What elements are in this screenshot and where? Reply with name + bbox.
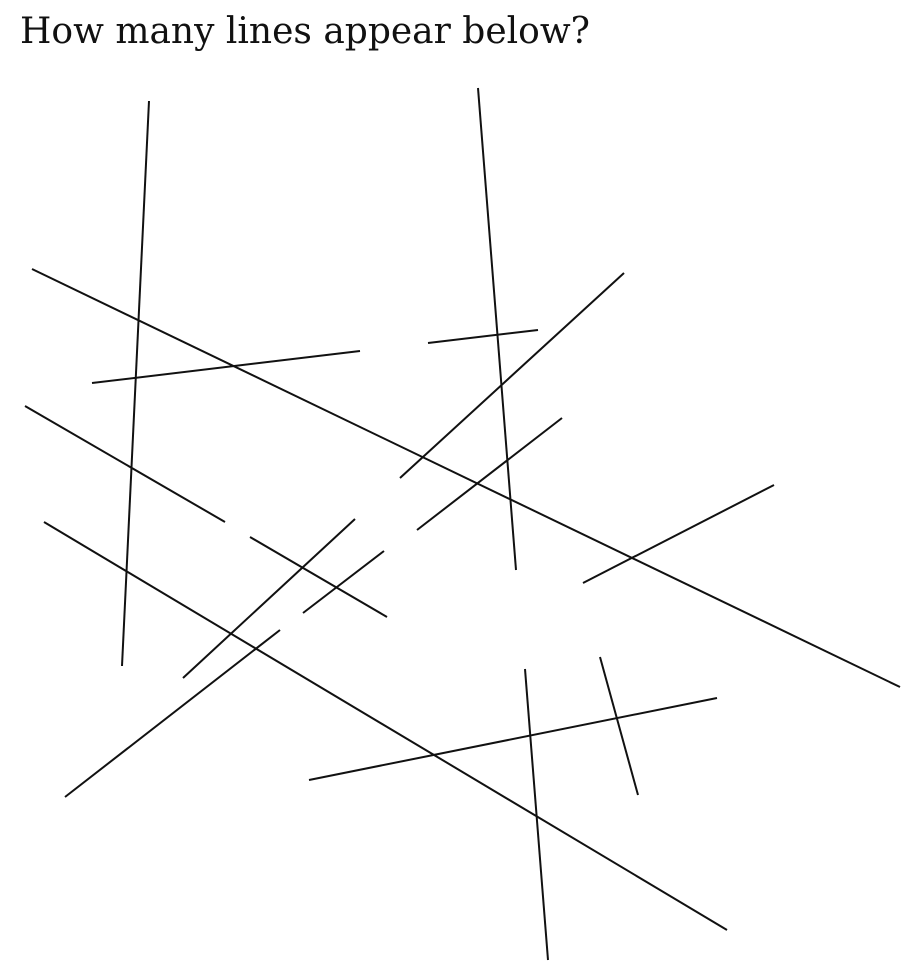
line xyxy=(31,268,901,688)
line xyxy=(182,518,356,679)
line xyxy=(427,329,539,344)
question-text: How many lines appear below? xyxy=(20,11,590,52)
line xyxy=(302,550,385,614)
line xyxy=(24,405,226,523)
line xyxy=(43,521,728,931)
line xyxy=(599,656,639,796)
line xyxy=(91,350,361,384)
line xyxy=(399,272,625,479)
line xyxy=(582,484,775,584)
line xyxy=(477,87,517,571)
line xyxy=(308,697,718,781)
line xyxy=(64,629,281,798)
line xyxy=(416,417,563,531)
line xyxy=(249,536,388,618)
line xyxy=(524,668,549,961)
